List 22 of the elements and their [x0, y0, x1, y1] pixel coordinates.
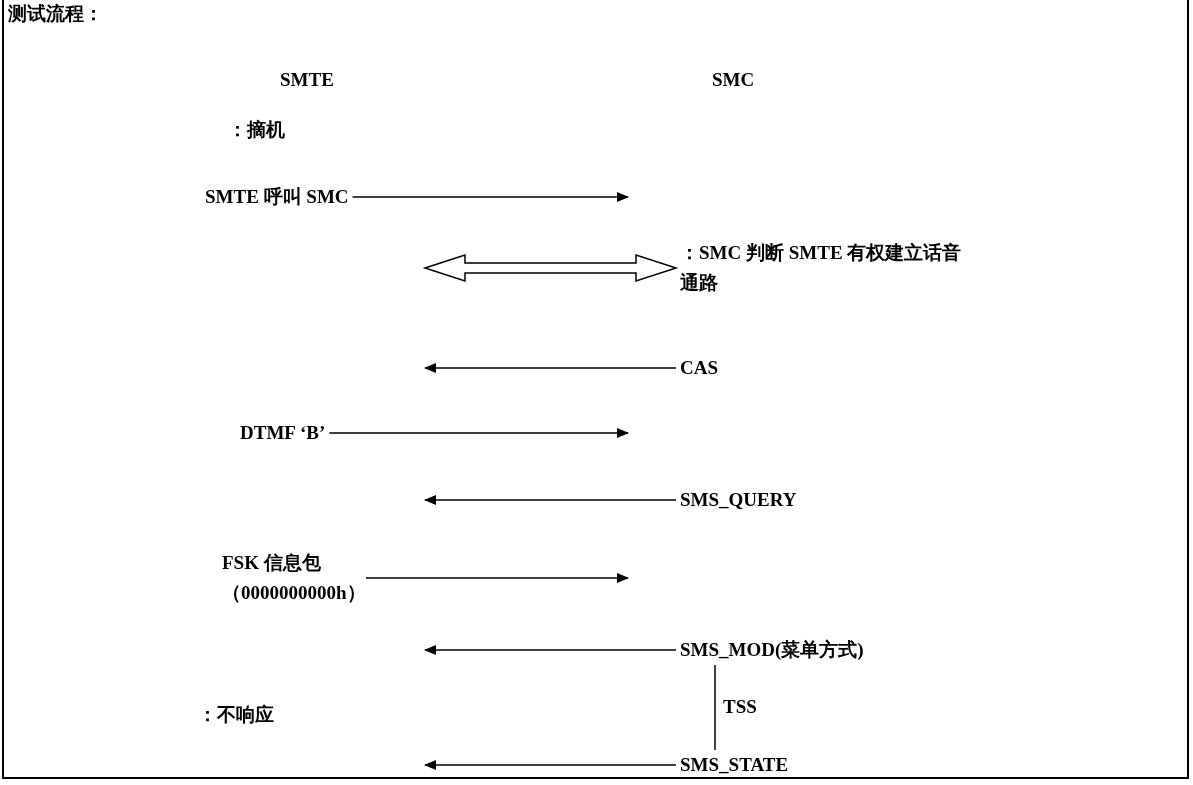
arrow — [351, 192, 629, 202]
message-label: SMTE 呼叫 SMC — [205, 182, 349, 212]
message-label: CAS — [680, 353, 718, 383]
arrow — [424, 495, 677, 505]
arrow — [424, 645, 677, 655]
line — [714, 664, 716, 751]
message-label: SMS_STATE — [680, 750, 789, 780]
diagram-title: 测试流程： — [8, 2, 103, 26]
message-label: SMS_QUERY — [680, 485, 797, 515]
arrow — [424, 760, 677, 770]
message-label: FSK 信息包（0000000000h） — [222, 548, 362, 608]
arrow — [365, 573, 629, 583]
note-text: ：不响应 — [198, 700, 274, 730]
participant-label: SMC — [712, 65, 755, 95]
note-text: ：摘机 — [228, 115, 285, 145]
participant-label: SMTE — [280, 65, 334, 95]
message-label: SMS_MOD(菜单方式) — [680, 635, 864, 665]
arrow — [424, 363, 677, 373]
message-label: DTMF ‘B’ — [240, 418, 326, 448]
note-text: ：SMC 判断 SMTE 有权建立话音通路 — [680, 238, 970, 298]
arrow — [328, 428, 629, 438]
double-arrow — [422, 253, 679, 283]
